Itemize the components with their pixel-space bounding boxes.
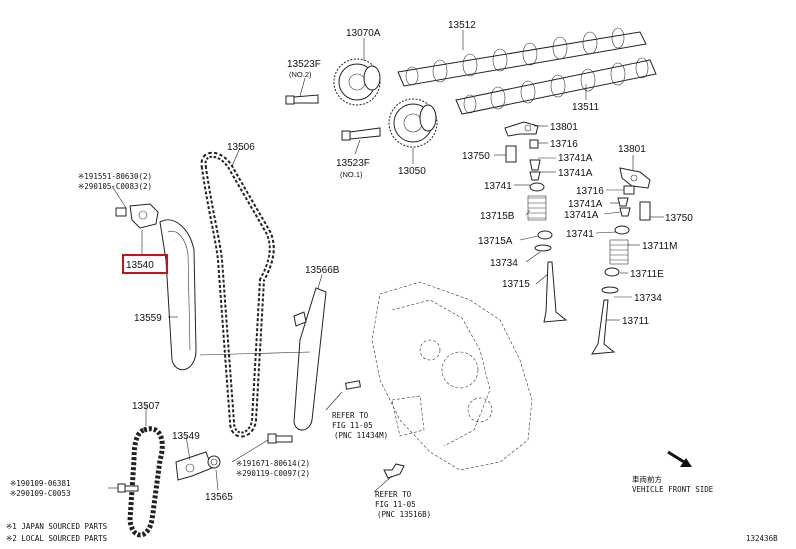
label-13523F-no1-sub: (NO.1): [340, 170, 363, 179]
camshaft-timing-gear-13050: [388, 98, 438, 148]
footnote-local: ※2 LOCAL SOURCED PARTS: [6, 534, 108, 543]
label-13566B[interactable]: 13566B: [305, 265, 340, 276]
oil-pipe: [383, 463, 405, 479]
valve-train: [504, 121, 651, 355]
direction-jp: 車両前方: [632, 474, 662, 484]
refer-1-line3[interactable]: (PNC 11434M): [334, 431, 388, 440]
callout-bolt-bot-1: ※190109-06381: [10, 479, 70, 488]
camshaft-intake: [455, 57, 657, 115]
spring-13565: [207, 455, 221, 469]
label-13711M[interactable]: 13711M: [642, 241, 677, 252]
direction-label: 車両前方 VEHICLE FRONT SIDE: [632, 474, 714, 494]
label-13741A-a[interactable]: 13741A: [558, 153, 593, 164]
label-13523F-no1[interactable]: 13523F: [336, 158, 370, 169]
label-13050[interactable]: 13050: [398, 166, 426, 177]
refer-1-line2[interactable]: FIG 11-05: [332, 421, 373, 430]
engine-block: [371, 281, 533, 471]
illustration-id: 132436B: [746, 534, 778, 543]
camshaft-timing-gear-13070A: [333, 58, 381, 106]
oil-pump-chain-13507: [127, 426, 165, 538]
vehicle-front-arrow: [667, 450, 692, 467]
tensioner-slipper-13559: [159, 219, 197, 371]
label-13715[interactable]: 13715: [502, 279, 530, 290]
label-13711[interactable]: 13711: [622, 316, 650, 327]
callout-bolt-mid-1: ※191671-80614(2): [236, 459, 310, 468]
label-13523F-no2[interactable]: 13523F: [287, 59, 321, 70]
label-13540[interactable]: 13540: [126, 260, 154, 271]
guide-bolt: [267, 433, 293, 444]
chain-guide-13566B: [293, 287, 327, 431]
camshaft-exhaust: [397, 27, 647, 87]
label-13715B[interactable]: 13715B: [480, 211, 515, 222]
label-13070A[interactable]: 13070A: [346, 28, 381, 39]
label-13750-a[interactable]: 13750: [462, 151, 490, 162]
label-13711E[interactable]: 13711E: [630, 269, 664, 280]
label-13734-b[interactable]: 13734: [634, 293, 662, 304]
bolt-13523F-no2: [285, 94, 319, 105]
direction-en: VEHICLE FRONT SIDE: [632, 485, 714, 494]
refer-notes: REFER TO FIG 11-05 (PNC 11434M) REFER TO…: [332, 411, 431, 519]
part-labels: 13070A 13512 13523F (NO.2) 13511 13801 1…: [126, 20, 693, 503]
refer-2-line3[interactable]: (PNC 13516B): [377, 510, 431, 519]
label-13511[interactable]: 13511: [572, 102, 600, 113]
label-13523F-no2-sub: (NO.2): [289, 70, 312, 79]
footnote-japan: ※1 JAPAN SOURCED PARTS: [6, 522, 108, 531]
callout-bolt-top-2: ※290105-C0083(2): [78, 182, 152, 191]
label-13741A-d[interactable]: 13741A: [564, 210, 599, 221]
leader-lines: [108, 30, 664, 493]
refer-1-line1[interactable]: REFER TO: [332, 411, 369, 420]
highlight-box-13540: [122, 254, 168, 274]
label-13549[interactable]: 13549: [172, 431, 200, 442]
chain-tensioner-13540: [115, 203, 159, 229]
label-13507[interactable]: 13507: [132, 401, 160, 412]
label-13716-b[interactable]: 13716: [576, 186, 604, 197]
label-13559[interactable]: 13559: [134, 313, 162, 324]
label-13741-a[interactable]: 13741: [484, 181, 512, 192]
label-13741-b[interactable]: 13741: [566, 229, 594, 240]
label-13801-a[interactable]: 13801: [550, 122, 578, 133]
refer-2-line1[interactable]: REFER TO: [375, 490, 412, 499]
pin: [345, 380, 361, 390]
label-13741A-b[interactable]: 13741A: [558, 168, 593, 179]
bolt-callouts: ※191551-80630(2) ※290105-C0083(2) ※19167…: [10, 172, 310, 498]
label-13716-a[interactable]: 13716: [550, 139, 578, 150]
timing-chain-13506: [200, 151, 275, 438]
label-13506[interactable]: 13506: [227, 142, 255, 153]
label-13750-b[interactable]: 13750: [665, 213, 693, 224]
label-13565[interactable]: 13565: [205, 492, 233, 503]
callout-bolt-bot-2: ※290109-C0053: [10, 489, 70, 498]
damper-bolt: [117, 483, 139, 493]
callout-bolt-mid-2: ※290119-C0097(2): [236, 469, 310, 478]
callout-bolt-top-1: ※191551-80630(2): [78, 172, 152, 181]
refer-2-line2[interactable]: FIG 11-05: [375, 500, 416, 509]
footnotes: ※1 JAPAN SOURCED PARTS ※2 LOCAL SOURCED …: [6, 522, 108, 543]
label-13741A-c[interactable]: 13741A: [568, 199, 603, 210]
label-13801-b[interactable]: 13801: [618, 144, 646, 155]
label-13715A[interactable]: 13715A: [478, 236, 513, 247]
label-13734-a[interactable]: 13734: [490, 258, 518, 269]
bolt-13523F-no1: [341, 127, 381, 141]
label-13512[interactable]: 13512: [448, 20, 476, 31]
chain-damper-13549: [175, 451, 213, 481]
